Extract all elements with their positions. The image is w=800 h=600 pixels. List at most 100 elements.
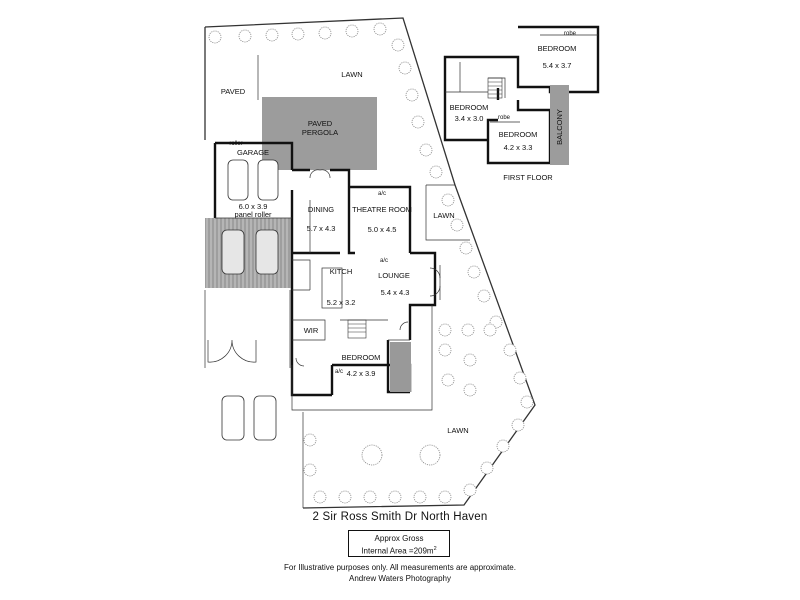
door-swings [295, 169, 441, 367]
large-tree-icon [361, 444, 383, 466]
balcony-area [550, 85, 569, 165]
area-line-2-text: Internal Area =209m [361, 546, 434, 556]
lounge-label: LOUNGE [378, 271, 410, 280]
first-floor-stairs [487, 77, 503, 99]
large-tree-icon [419, 444, 441, 466]
tree-icon [303, 433, 317, 447]
footer: For Illustrative purposes only. All meas… [0, 562, 800, 584]
kitch-label: KITCH [330, 267, 353, 276]
property-boundary [204, 17, 536, 509]
tree-icon [513, 371, 527, 385]
garden-edges [291, 184, 470, 508]
lawn-mid-label: LAWN [433, 211, 454, 220]
tree-icon [467, 265, 481, 279]
tree-icon [503, 343, 517, 357]
tree-icon [303, 463, 317, 477]
wir-label: WIR [304, 326, 319, 335]
tree-icon [345, 24, 359, 38]
ff-bedroom1-label: BEDROOM [538, 44, 577, 53]
tree-icon [313, 490, 327, 504]
theatre-dim: 5.0 x 4.5 [368, 225, 397, 234]
tree-icon [338, 490, 352, 504]
pergola-label-2: PERGOLA [302, 128, 338, 137]
pergola-label-1: PAVED [308, 119, 333, 128]
bedroom-gf-label: BEDROOM [342, 353, 381, 362]
tree-icon [419, 143, 433, 157]
tree-icon [429, 165, 443, 179]
driveway-edge [204, 55, 291, 368]
tree-icon [373, 22, 387, 36]
tree-icon [483, 323, 497, 337]
tree-icon [441, 373, 455, 387]
tree-icon [496, 439, 510, 453]
ff-robe-top-label: robe [564, 31, 577, 37]
internal-area-box: Approx Gross Internal Area =209m2 [348, 530, 450, 557]
balcony-label: BALCONY [555, 109, 564, 145]
dining-label: DINING [308, 205, 334, 214]
garage-cars [221, 159, 279, 441]
lounge-dim: 5.4 x 4.3 [381, 288, 410, 297]
ff-bedroom1-dim: 5.4 x 3.7 [543, 61, 572, 70]
tree-icon [391, 38, 405, 52]
tree-icon [411, 115, 425, 129]
dining-dim: 5.7 x 4.3 [307, 224, 336, 233]
ff-bedroom3-label: BEDROOM [499, 130, 538, 139]
first-floor-partitions [445, 34, 598, 123]
tree-icon [405, 88, 419, 102]
area-line-1: Approx Gross [374, 534, 424, 543]
lawn-top-label: LAWN [341, 70, 362, 79]
patio-strip [390, 342, 411, 392]
area-unit-sup: 2 [433, 546, 437, 552]
tree-icon [438, 323, 452, 337]
tree-icon [291, 27, 305, 41]
first-floor-label: FIRST FLOOR [503, 173, 553, 182]
tree-icon [318, 26, 332, 40]
tree-icon [413, 490, 427, 504]
roller-label: roller [229, 141, 242, 147]
tree-icon [520, 395, 534, 409]
lounge-ac-label: a/c [380, 258, 388, 264]
tree-icon [511, 418, 525, 432]
tree-icon [265, 28, 279, 42]
garage-dim: 6.0 x 3.9 [239, 202, 268, 211]
driveway-gate [207, 339, 257, 363]
tree-icon [463, 353, 477, 367]
tree-icon [463, 383, 477, 397]
property-address: 2 Sir Ross Smith Dr North Haven [312, 511, 488, 523]
ff-robe-label: robe [498, 115, 511, 121]
garage-label: GARAGE [237, 148, 269, 157]
panel-roller-label: panel roller [234, 210, 272, 219]
tree-icon [438, 490, 452, 504]
photography-credit: Andrew Waters Photography [349, 574, 451, 583]
tree-icon [463, 483, 477, 497]
theatre-ac-label: a/c [378, 191, 386, 197]
ground-stairs [347, 319, 367, 339]
theatre-label: THEATRE ROOM [352, 205, 412, 214]
tree-icon [208, 30, 222, 44]
lawn-bottom-label: LAWN [447, 426, 468, 435]
tree-icon [388, 490, 402, 504]
bedroom-ac-label: a/c [335, 369, 343, 375]
tree-icon [450, 218, 464, 232]
tree-icon [461, 323, 475, 337]
tree-icon [398, 61, 412, 75]
tree-icon [477, 289, 491, 303]
tree-icon [459, 241, 473, 255]
bedroom-gf-dim: 4.2 x 3.9 [347, 369, 376, 378]
kitch-dim: 5.2 x 3.2 [327, 298, 356, 307]
area-line-2: Internal Area =209m2 [349, 544, 449, 557]
tree-icon [363, 490, 377, 504]
tree-icon [480, 461, 494, 475]
paved-pergola-area [262, 97, 377, 170]
paved-label: PAVED [221, 87, 246, 96]
ff-bedroom3-dim: 4.2 x 3.3 [504, 143, 533, 152]
ff-bedroom2-label: BEDROOM [450, 103, 489, 112]
tree-icon [238, 29, 252, 43]
disclaimer-text: For Illustrative purposes only. All meas… [284, 563, 516, 572]
ff-bedroom2-dim: 3.4 x 3.0 [455, 114, 484, 123]
tree-icon [438, 343, 452, 357]
kitchen-bench [321, 267, 343, 309]
tree-icon [441, 193, 455, 207]
carport-deck [205, 218, 292, 288]
